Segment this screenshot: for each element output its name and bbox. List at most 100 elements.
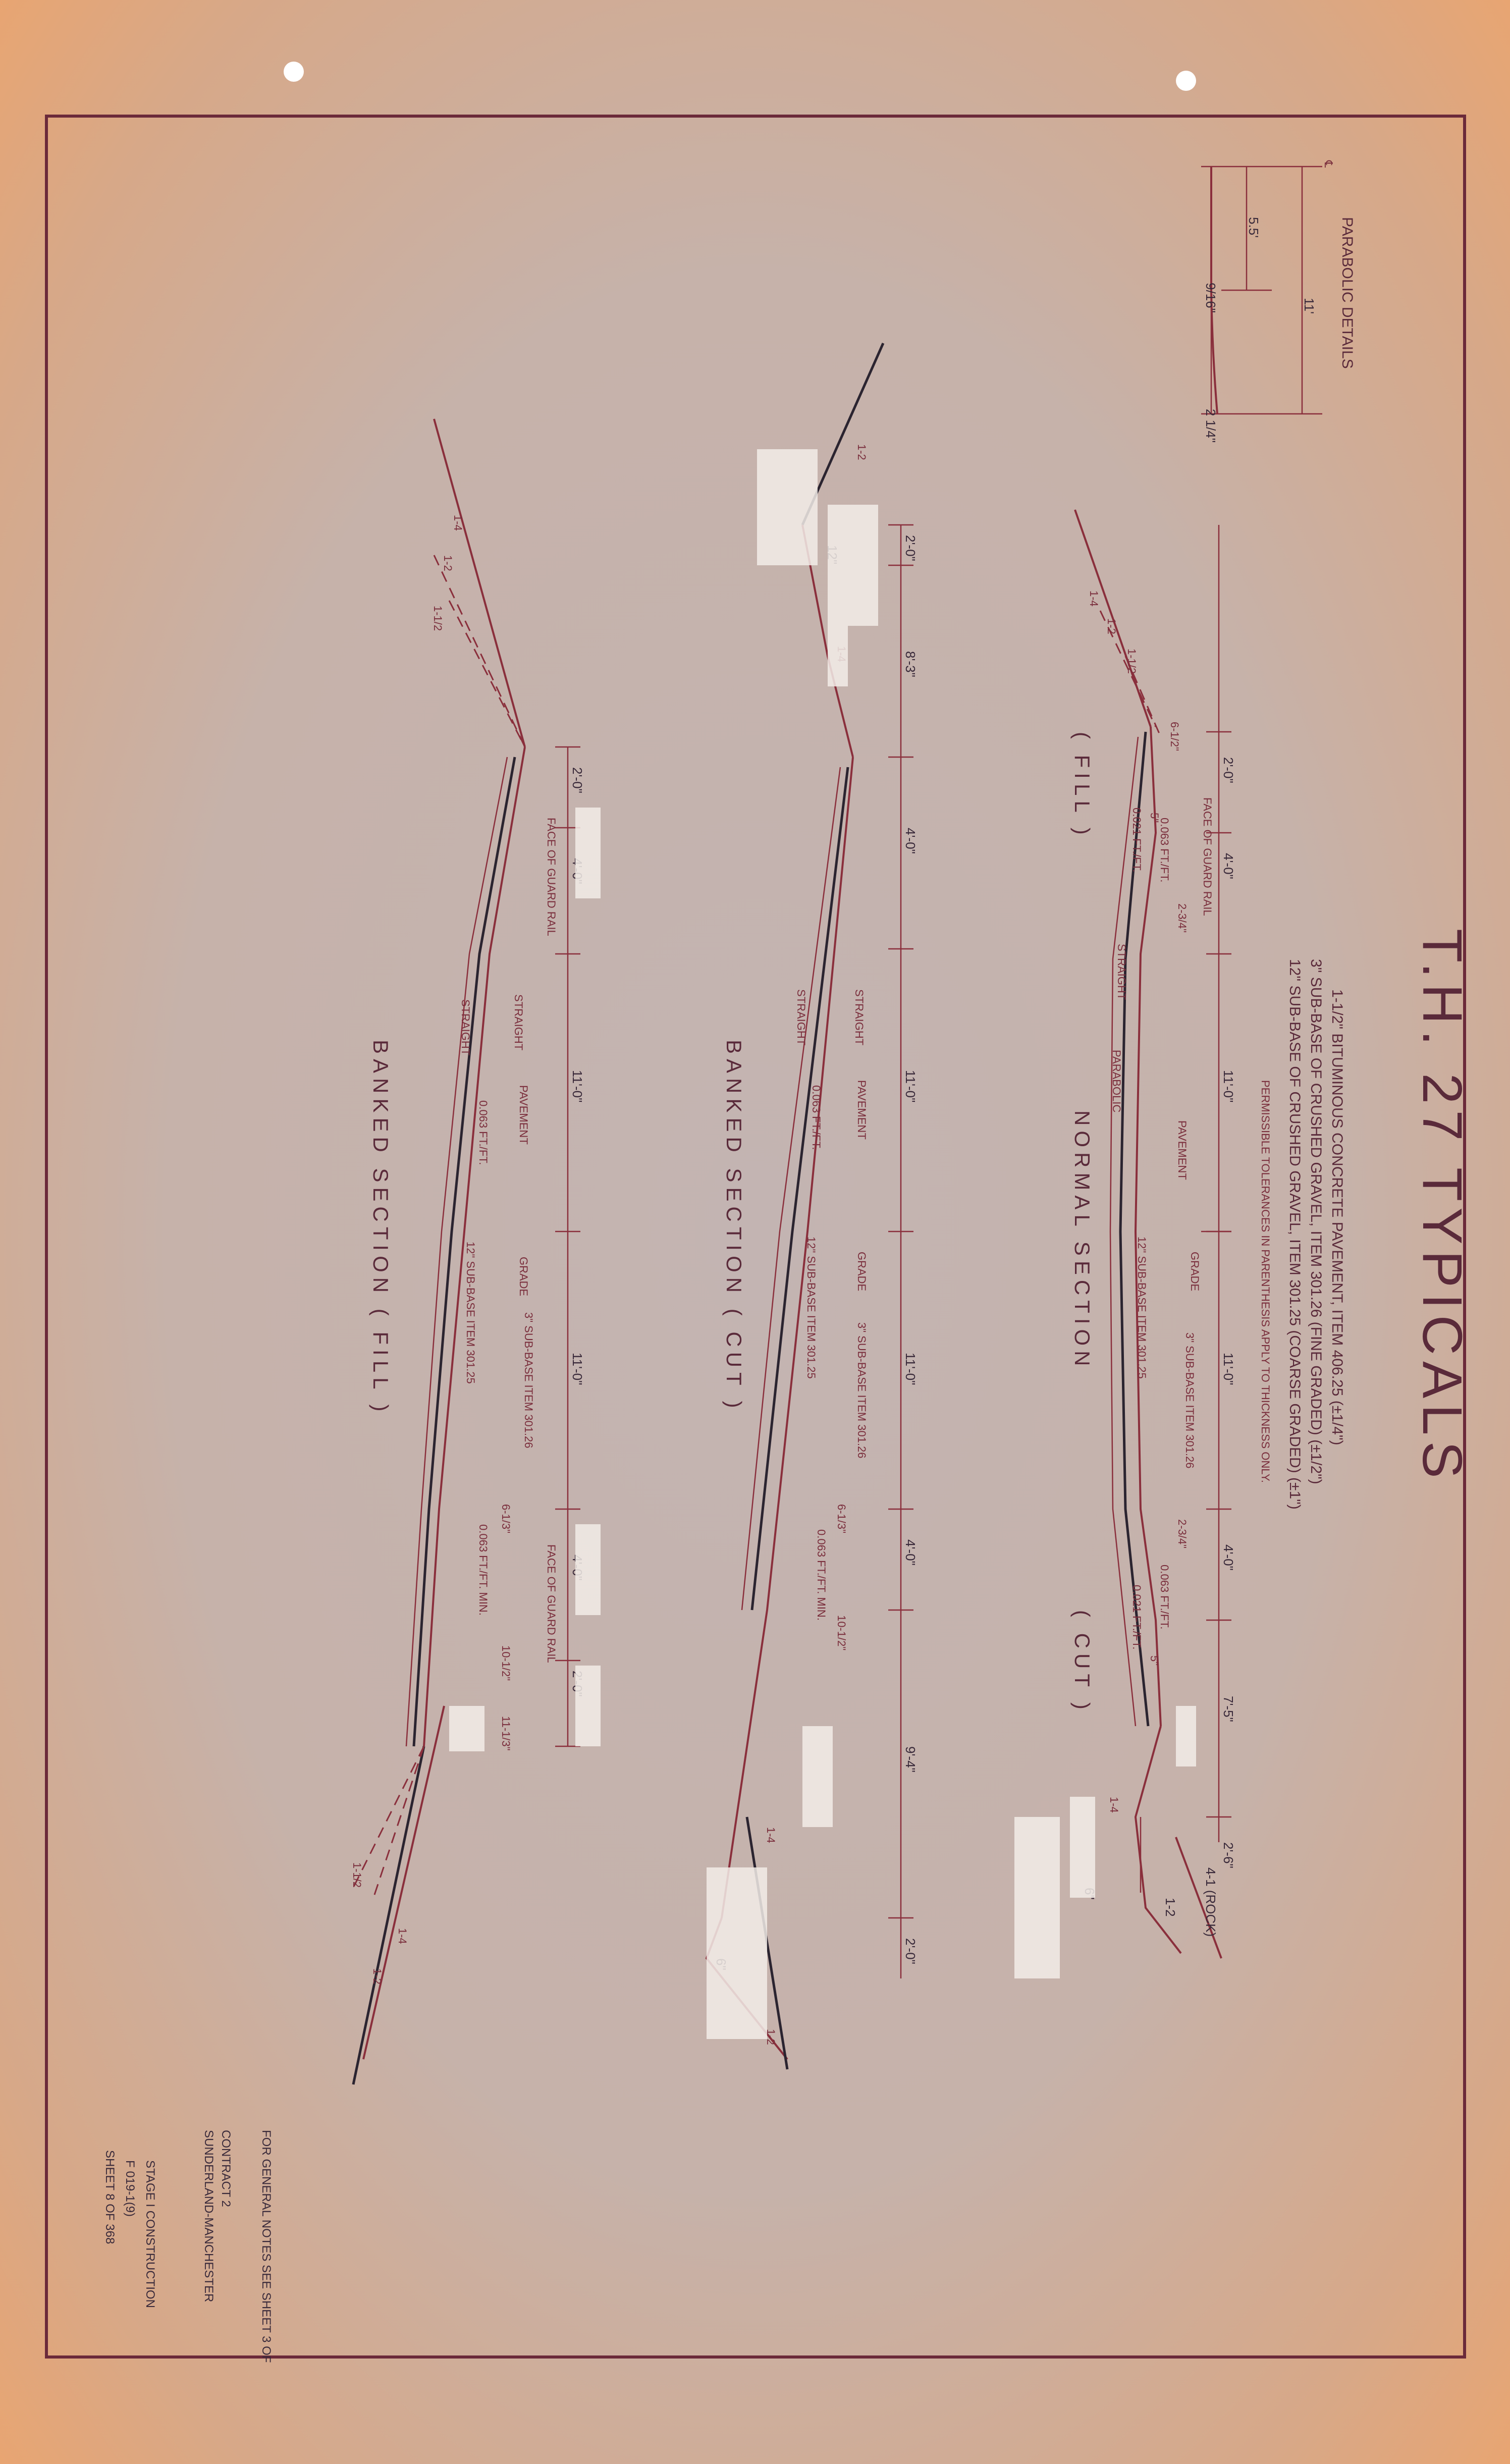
ns-thick-234-left: 2-3/4" [1176, 903, 1189, 933]
banked-fill-section: 2'-0" 4'-0" 11'-0" 11'-0" 4'-0" 2'-0" FA… [351, 418, 601, 2085]
tolerance-note: PERMISSIBLE TOLERANCES IN PARENTHESIS AP… [1259, 1080, 1272, 1483]
ns-slope-021-right: 0.021 FT./FT. [1130, 1585, 1143, 1649]
banked-cut-section: 2'-0" 8'-3" 4'-0" 11'-0" 11'-0" 4'-0" 9'… [705, 342, 918, 2070]
bf-dim-0: 2'-0" [570, 767, 585, 793]
bf-slope-112: 1-1/2 [432, 606, 444, 631]
ns-straight: STRAIGHT [1115, 944, 1128, 1000]
bc-dim-2: 4'-0" [903, 828, 918, 854]
title-block: STAGE I CONSTRUCTION F 019-1(9) SHEET 8 … [103, 2150, 157, 2308]
parabolic-title: PARABOLIC DETAILS [1339, 217, 1356, 369]
punch-hole [1176, 71, 1196, 91]
bf-dim-3: 11'-0" [570, 1353, 585, 1385]
guard-rail-mark [1014, 1817, 1060, 1978]
pavement-notes: 1-1/2" BITUMINOUS CONCRETE PAVEMENT, ITE… [1259, 959, 1345, 1510]
bf-slope: 0.063 FT./FT. [477, 1100, 490, 1165]
ns-subbase-3: 3" SUB-BASE ITEM 301.26 [1183, 1332, 1196, 1468]
bc-subbase-3: 3" SUB-BASE ITEM 301.26 [855, 1322, 868, 1458]
bf-title: BANKED SECTION ( FILL ) [369, 1040, 393, 1417]
ns-slope-14: 1-4 [1088, 591, 1100, 607]
ns-cut-label: ( CUT ) [1070, 1610, 1094, 1715]
ns-dim-5: 7'-5" [1221, 1696, 1236, 1722]
bf-slope-14-r: 1-4 [396, 1928, 409, 1944]
note-line-1: 1-1/2" BITUMINOUS CONCRETE PAVEMENT, ITE… [1329, 989, 1345, 1445]
project-number: F 019-1(9) [123, 2160, 137, 2217]
ns-subbase-12: 12" SUB-BASE ITEM 301.25 [1136, 1237, 1148, 1379]
ns-dim-1: 4'-0" [1221, 853, 1236, 879]
sheet-title: T.H. 27 TYPICALS [1411, 929, 1473, 1484]
bc-slope-min: 0.063 FT./FT. MIN. [815, 1529, 828, 1621]
ns-thick-5-right: 5" [1148, 1655, 1161, 1666]
ns-grade: GRADE [1189, 1252, 1201, 1291]
ns-face-rail: FACE OF GUARD RAIL [1201, 797, 1214, 916]
bf-slope-14: 1-4 [452, 515, 464, 531]
bc-slope-14-r: 1-4 [765, 1827, 777, 1843]
bf-thick-6: 6-1/3" [500, 1504, 512, 1533]
ns-slope-063-right: 0.063 FT./FT. [1158, 1565, 1171, 1629]
ns-dim-4: 4'-0" [1221, 1544, 1236, 1571]
bf-slope-12-r: 1-2 [371, 1968, 384, 1985]
normal-section: 2'-0" 4'-0" 11'-0" 11'-0" 4'-0" 7'-5" 2'… [1014, 509, 1236, 1978]
ns-slope-12-fill: 1-2 [1105, 618, 1118, 634]
ns-slope-14-cut: 1-4 [1108, 1797, 1120, 1813]
bf-face-rail: FACE OF GUARD RAIL [545, 818, 558, 936]
bf-slope-12: 1-2 [442, 555, 454, 571]
bf-thick-11: 11-1/3" [500, 1716, 512, 1751]
bc-thick-6: 6-1/3" [835, 1504, 848, 1533]
stage-line: STAGE I CONSTRUCTION [143, 2160, 157, 2308]
ns-slope-112: 1-1/2 [1125, 649, 1138, 674]
bc-grade: GRADE [855, 1252, 868, 1291]
ns-slope-021-left: 0.021 FT./FT. [1130, 808, 1143, 872]
ns-thick-6: 6-1/2" [1168, 722, 1181, 751]
ns-parabolic: PARABOLIC [1110, 1050, 1123, 1112]
bf-pavement: PAVEMENT [517, 1085, 530, 1145]
bc-dim-5: 4'-0" [903, 1539, 918, 1566]
parabolic-detail: ℄ PARABOLIC DETAILS 11' 5.5' 9/16" 2 1/4… [1201, 160, 1356, 443]
bf-subbase-3: 3" SUB-BASE ITEM 301.26 [522, 1312, 535, 1448]
parabolic-offset-mid: 9/16" [1203, 283, 1218, 313]
ns-dim-0: 2'-0" [1221, 757, 1236, 783]
bc-pavement: PAVEMENT [855, 1080, 868, 1140]
bf-face-rail-r: FACE OF GUARD RAIL [545, 1544, 558, 1663]
bf-thick-10: 10-1/2" [500, 1645, 512, 1681]
bf-straight-2: STRAIGHT [512, 994, 525, 1050]
bc-title: BANKED SECTION ( CUT ) [722, 1040, 746, 1413]
ns-title: NORMAL SECTION [1070, 1110, 1094, 1371]
bc-thick-10: 10-1/2" [835, 1615, 848, 1650]
bf-slope-min: 0.063 FT./FT. MIN. [477, 1524, 490, 1616]
ns-dim-2: 11'-0" [1221, 1070, 1236, 1102]
contract-block: CONTRACT 2 SUNDERLAND-MANCHESTER [202, 2130, 233, 2302]
bf-slope-112-r: 1-1/2 [351, 1862, 363, 1888]
ns-thick-234-right: 2-3/4" [1176, 1519, 1189, 1548]
bf-grade: GRADE [517, 1257, 530, 1296]
centerline-mark: ℄ [1322, 160, 1335, 168]
bc-dim-7: 2'-0" [903, 1938, 918, 1964]
note-line-3: 12" SUB-BASE OF CRUSHED GRAVEL, ITEM 301… [1286, 959, 1303, 1510]
bc-dim-4: 11'-0" [903, 1353, 918, 1385]
ns-dim-3: 11'-0" [1221, 1353, 1236, 1385]
bc-slope-12: 1-2 [855, 444, 868, 460]
sheet-number: SHEET 8 OF 368 [103, 2150, 117, 2244]
bf-straight: STRAIGHT [459, 999, 472, 1055]
punch-hole [284, 62, 304, 82]
ns-rock: 4-1 (ROCK) [1203, 1867, 1218, 1937]
sheet-border [45, 115, 1466, 2359]
ns-pavement: PAVEMENT [1176, 1120, 1189, 1180]
bc-dim-6: 9'-4" [903, 1746, 918, 1773]
bc-slope: 0.063 FT./FT. [810, 1085, 823, 1150]
ns-fill-label: ( FILL ) [1070, 732, 1094, 840]
ns-slope-12: 1-2 [1163, 1898, 1178, 1917]
bf-dim-2: 11'-0" [570, 1070, 585, 1102]
ns-thick-5-left: 5" [1148, 813, 1161, 823]
bc-dim-0: 2'-0" [903, 535, 918, 561]
bc-straight: STRAIGHT [795, 989, 807, 1045]
bc-straight-2: STRAIGHT [853, 989, 866, 1045]
bc-dim-3: 11'-0" [903, 1070, 918, 1102]
parabolic-dim-total: 11' [1302, 298, 1317, 314]
general-note-text: FOR GENERAL NOTES SEE SHEET 3 OF [259, 2130, 273, 2363]
general-note: FOR GENERAL NOTES SEE SHEET 3 OF [259, 2130, 273, 2363]
parabolic-offset-end: 2 1/4" [1203, 409, 1218, 443]
ns-slope-063-left: 0.063 FT./FT. [1158, 818, 1171, 882]
note-line-2: 3" SUB-BASE OF CRUSHED GRAVEL, ITEM 301.… [1308, 959, 1324, 1484]
